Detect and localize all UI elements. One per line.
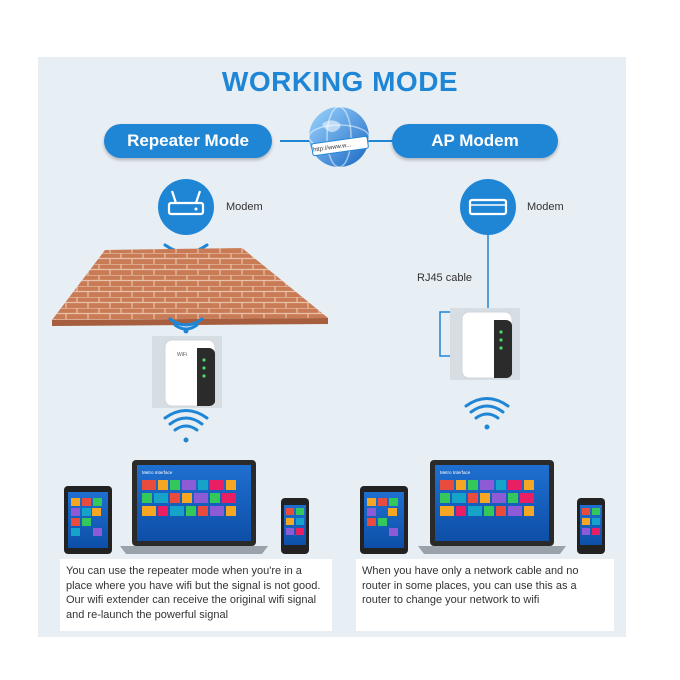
ap-extender-device (450, 308, 520, 380)
ap-modem-text: Modem (527, 201, 564, 213)
rj45-cable-label: RJ45 cable (417, 272, 473, 284)
repeater-modem-icon (158, 179, 214, 235)
repeater-description: You can use the repeater mode when you'r… (60, 559, 332, 631)
repeater-client-devices: Metro Interface (64, 460, 309, 554)
svg-text:Metro Interface: Metro Interface (142, 470, 173, 475)
repeater-extender-device: WiFi (152, 336, 222, 408)
wifi-icon (163, 409, 209, 443)
ap-modem-label: AP Modem (392, 124, 558, 158)
rj45-cable-line (439, 235, 489, 357)
ap-client-devices: Metro Interface (360, 460, 605, 554)
wifi-icon (464, 397, 510, 430)
svg-text:Metro Interface: Metro Interface (440, 470, 471, 475)
repeater-mode-label: Repeater Mode (104, 124, 272, 158)
page-title: WORKING MODE (221, 66, 459, 97)
globe-icon (308, 106, 370, 168)
brick-wall (52, 248, 328, 320)
wifi-icon (168, 317, 204, 334)
repeater-modem-label: Modem (226, 201, 263, 213)
svg-text:WiFi: WiFi (177, 352, 187, 358)
ap-modem-icon (460, 179, 516, 235)
ap-description: When you have only a network cable and n… (356, 559, 614, 631)
